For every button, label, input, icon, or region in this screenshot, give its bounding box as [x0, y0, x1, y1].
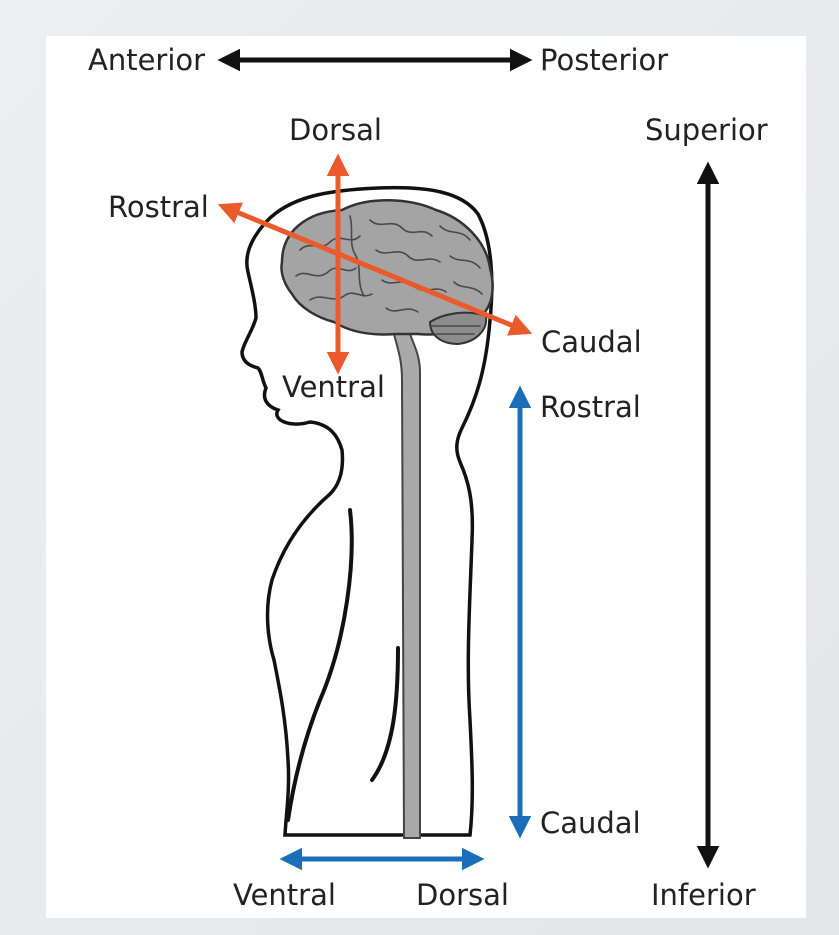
label-head-caudal: Caudal — [541, 325, 642, 359]
label-posterior: Posterior — [540, 43, 668, 77]
back-line — [370, 646, 400, 782]
label-body-dorsal: Dorsal — [416, 878, 509, 912]
head-rostral-caudal-arrow — [217, 202, 533, 336]
label-superior: Superior — [645, 113, 768, 147]
label-head-dorsal: Dorsal — [289, 113, 382, 147]
spinal-cord — [392, 333, 421, 839]
label-anterior: Anterior — [88, 43, 205, 77]
label-head-rostral: Rostral — [108, 190, 209, 224]
label-spine-caudal: Caudal — [540, 806, 641, 840]
label-spine-rostral: Rostral — [540, 390, 641, 424]
label-body-ventral: Ventral — [233, 878, 336, 912]
label-head-ventral: Ventral — [282, 370, 385, 404]
chest-line — [286, 508, 354, 822]
label-inferior: Inferior — [651, 878, 756, 912]
